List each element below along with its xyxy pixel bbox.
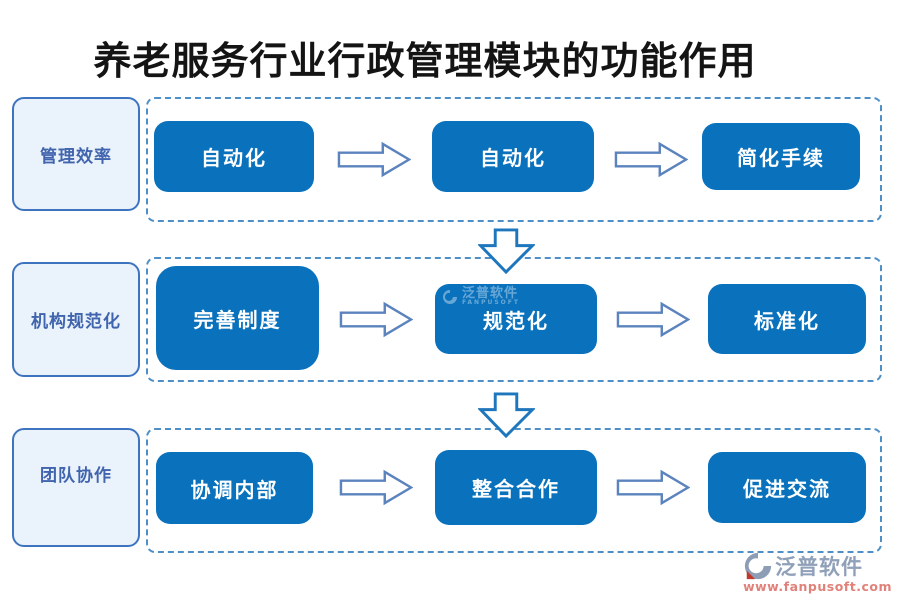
step-box: 完善制度	[156, 266, 319, 370]
row-label-efficiency: 管理效率	[12, 97, 140, 211]
arrow-right-icon	[337, 141, 411, 178]
step-box: 泛普软件 FANPUSOFT 规范化	[435, 284, 597, 354]
arrow-right-icon	[616, 469, 690, 506]
step-box: 自动化	[154, 121, 314, 192]
arrow-right-icon	[616, 301, 690, 338]
flow-panel-row-1: 自动化 自动化 简化手续	[146, 97, 882, 222]
page-title: 养老服务行业行政管理模块的功能作用	[93, 39, 757, 83]
row-label-standardization: 机构规范化	[12, 262, 140, 377]
watermark: 泛普软件 www.fanpusoft.com	[743, 551, 892, 594]
step-box-label: 规范化	[483, 308, 549, 333]
step-box: 标准化	[708, 284, 866, 354]
arrow-right-icon	[614, 141, 688, 178]
row-label-teamwork: 团队协作	[12, 428, 140, 547]
row-label-text: 机构规范化	[31, 312, 121, 332]
step-box: 简化手续	[702, 123, 860, 190]
step-box: 协调内部	[156, 452, 313, 524]
step-box: 整合合作	[435, 450, 597, 525]
arrow-down-icon	[478, 392, 535, 438]
inline-watermark: 泛普软件 FANPUSOFT	[442, 287, 520, 306]
step-box: 自动化	[432, 121, 594, 192]
arrow-right-icon	[339, 301, 413, 338]
fanpu-logo-icon	[443, 289, 457, 304]
row-label-text: 管理效率	[40, 146, 112, 167]
flow-panel-row-2: 完善制度 泛普软件 FANPUSOFT 规范化 标准化	[146, 257, 882, 382]
watermark-url: www.fanpusoft.com	[743, 579, 892, 594]
flow-panel-row-3: 协调内部 整合合作 促进交流	[146, 428, 882, 553]
row-label-text: 团队协作	[40, 466, 112, 486]
step-box: 促进交流	[708, 452, 866, 523]
fanpu-logo-icon	[744, 552, 772, 580]
watermark-brand: 泛普软件	[775, 555, 864, 579]
arrow-right-icon	[339, 469, 413, 506]
arrow-down-icon	[478, 228, 535, 274]
inline-watermark-brand: 泛普软件	[462, 286, 519, 301]
